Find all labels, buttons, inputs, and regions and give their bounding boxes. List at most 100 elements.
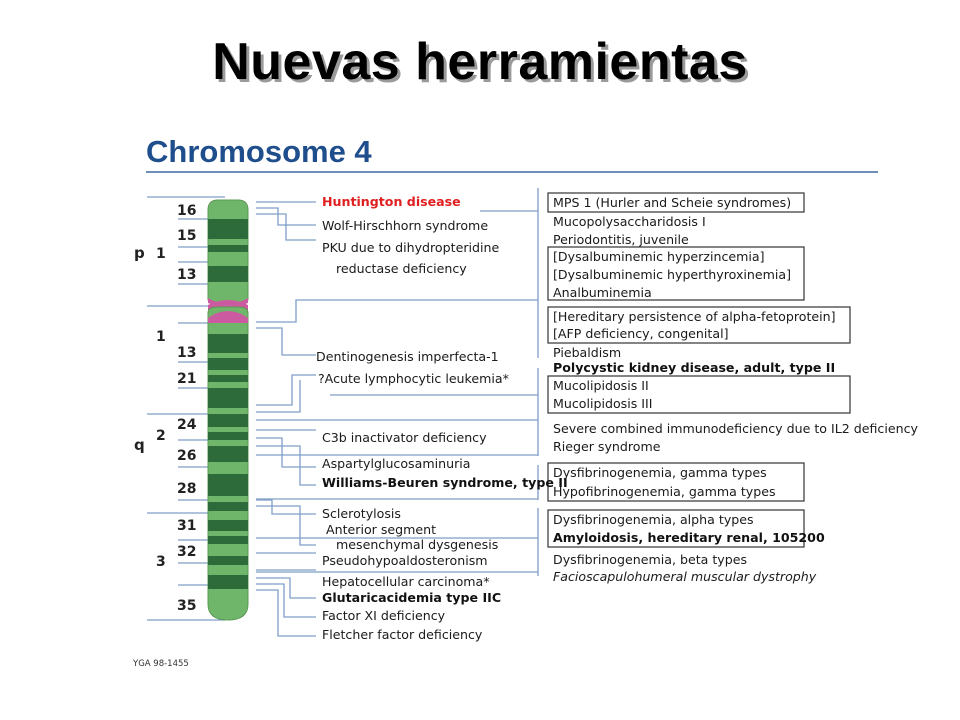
- disease-label-bold: Amyloidosis, hereditary renal, 105200: [553, 530, 825, 545]
- disease-label-bold: Glutaricacidemia type IIC: [322, 590, 501, 605]
- disease-label-bold: Polycystic kidney disease, adult, type I…: [553, 360, 835, 375]
- dark-band: [208, 520, 248, 531]
- connectors-right: [256, 188, 539, 576]
- region-label: 1: [156, 246, 166, 262]
- region-label: 2: [156, 428, 166, 444]
- group-box: [547, 246, 805, 301]
- disease-label: Pseudohypoaldosteronism: [322, 553, 488, 568]
- band-label: 13: [177, 267, 196, 283]
- disease-label: mesenchymal dysgenesis: [336, 537, 498, 552]
- dark-band: [208, 388, 248, 408]
- group-box: [547, 375, 851, 414]
- disease-label: Dysfibrinogenemia, alpha types: [553, 512, 754, 527]
- figure-footnote: YGA 98-1455: [132, 659, 189, 669]
- dark-band: [208, 414, 248, 427]
- disease-label: [Dysalbuminemic hyperthyroxinemia]: [553, 267, 791, 282]
- disease-label: Wolf-Hirschhorn syndrome: [322, 218, 488, 233]
- region-label: 3: [156, 554, 166, 570]
- centromere-lower: [208, 300, 248, 312]
- group-box: [547, 509, 805, 548]
- connector-line: [256, 583, 316, 618]
- disease-label: Severe combined immunodeficiency due to …: [553, 421, 918, 436]
- disease-label: Piebaldism: [553, 345, 621, 360]
- disease-label: Sclerotylosis: [322, 506, 401, 521]
- disease-label: [Dysalbuminemic hyperzincemia]: [553, 249, 765, 264]
- disease-label-highlight: Huntington disease: [322, 194, 461, 209]
- band-label: 24: [177, 417, 197, 433]
- connector-line: [256, 445, 316, 486]
- disease-label: [AFP deficiency, congenital]: [553, 326, 728, 341]
- connector-line: [256, 374, 316, 406]
- disease-label: Dentinogenesis imperfecta-1: [316, 349, 499, 364]
- disease-label: MPS 1 (Hurler and Scheie syndromes): [553, 195, 791, 210]
- connector-line: [256, 327, 316, 356]
- q-arm: [207, 306, 249, 621]
- band-label: 21: [177, 371, 196, 387]
- band-label: 35: [177, 598, 196, 614]
- group-box: [547, 462, 805, 502]
- disease-label: Mucopolysaccharidosis I: [553, 214, 706, 229]
- dark-band: [208, 536, 248, 544]
- dark-band: [208, 219, 248, 239]
- right-disease-labels: MPS 1 (Hurler and Scheie syndromes) Muco…: [553, 195, 918, 584]
- disease-label: Aspartylglucosaminuria: [322, 456, 470, 471]
- connector-line: [256, 589, 316, 637]
- left-disease-labels: Huntington disease Wolf-Hirschhorn syndr…: [316, 194, 568, 642]
- dark-band: [208, 556, 248, 565]
- band-label: 16: [177, 203, 196, 219]
- band-label: 31: [177, 518, 196, 534]
- dark-band: [208, 266, 248, 282]
- disease-label: Mucolipidosis III: [553, 396, 652, 411]
- disease-label: [Hereditary persistence of alpha-fetopro…: [553, 309, 836, 324]
- disease-label: Dysfibrinogenemia, beta types: [553, 552, 747, 567]
- disease-label: reductase deficiency: [336, 261, 467, 276]
- group-box: [547, 192, 805, 213]
- connector-line: [256, 505, 316, 546]
- connector-line: [256, 299, 538, 323]
- disease-label: Fletcher factor deficiency: [322, 627, 483, 642]
- band-label: 15: [177, 228, 196, 244]
- disease-label-bold: Williams-Beuren syndrome, type II: [322, 475, 568, 490]
- band-label: 28: [177, 481, 196, 497]
- dark-band: [208, 432, 248, 440]
- band-label: 32: [177, 544, 196, 560]
- disease-label: Hepatocellular carcinoma*: [322, 574, 490, 589]
- disease-label: Factor XI deficiency: [322, 608, 446, 623]
- disease-label: Rieger syndrome: [553, 439, 661, 454]
- arm-label-q: q: [134, 436, 145, 454]
- centromere-q: [208, 311, 248, 323]
- disease-label: ?Acute lymphocytic leukemia*: [318, 371, 509, 386]
- disease-label: Periodontitis, juvenile: [553, 232, 689, 247]
- heading-rule: [146, 171, 878, 173]
- connector-line: [256, 207, 316, 226]
- disease-label: Anterior segment: [326, 522, 436, 537]
- grouping-boxes: [547, 192, 851, 548]
- diagram-heading: Chromosome 4: [146, 134, 372, 169]
- arm-label-p: p: [134, 244, 145, 262]
- disease-label: Analbuminemia: [553, 285, 652, 300]
- connector-line: [256, 380, 301, 413]
- dark-band: [208, 474, 248, 496]
- disease-label: Dysfibrinogenemia, gamma types: [553, 465, 767, 480]
- band-label: 26: [177, 448, 196, 464]
- dark-band: [208, 575, 248, 589]
- band-label: 13: [177, 345, 196, 361]
- chromosome-4-ideogram: [207, 199, 249, 621]
- slide-title: Nuevas herramientas: [212, 33, 748, 91]
- dark-band: [208, 502, 248, 511]
- dark-band: [208, 245, 248, 252]
- p-arm: [207, 199, 249, 306]
- dark-band: [208, 446, 248, 462]
- connector-line: [256, 437, 316, 468]
- dark-band: [208, 358, 248, 370]
- connector-line: [256, 499, 316, 515]
- disease-label-italic: Facioscapulohumeral muscular dystrophy: [553, 569, 817, 584]
- dark-band: [208, 334, 248, 353]
- connector-line: [256, 213, 316, 241]
- connector-line: [256, 577, 316, 599]
- disease-label: PKU due to dihydropteridine: [322, 240, 499, 255]
- dark-band: [208, 375, 248, 382]
- region-label: 1: [156, 329, 166, 345]
- disease-label: Hypofibrinogenemia, gamma types: [553, 484, 776, 499]
